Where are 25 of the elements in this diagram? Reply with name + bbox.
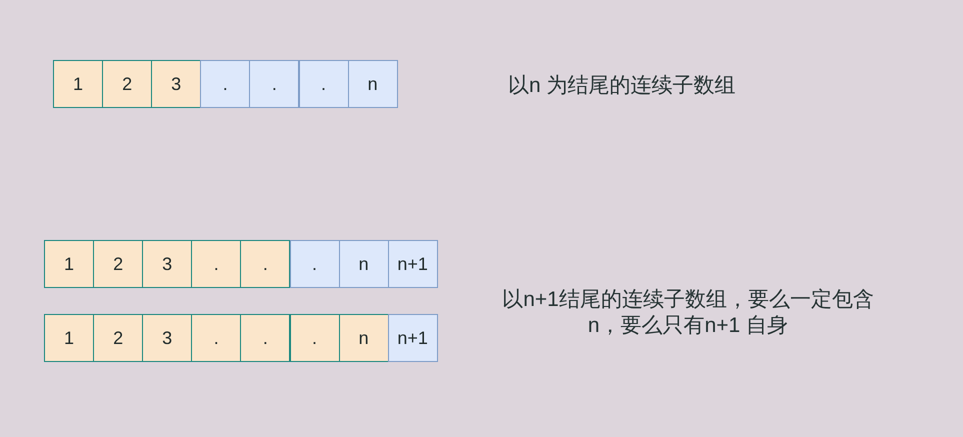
annotation-text: 以n+1结尾的连续子数组，要么一定包含n，要么只有n+1 自身 xyxy=(501,287,875,339)
array-cell: 3 xyxy=(142,240,192,288)
array-cell: . xyxy=(191,314,242,362)
array-cell: n xyxy=(348,60,398,108)
array-cell: n+1 xyxy=(388,240,438,288)
array-cell: . xyxy=(298,60,348,108)
annotation-text: 以n 为结尾的连续子数组 xyxy=(508,73,737,99)
array-cell: . xyxy=(290,240,340,288)
array-cell: 3 xyxy=(142,314,192,362)
array-cell: . xyxy=(240,314,290,362)
array-cell: 1 xyxy=(53,60,103,108)
array-cell: . xyxy=(290,314,340,362)
array-cell: 2 xyxy=(102,60,152,108)
array-cell: 1 xyxy=(44,314,94,362)
array-cell: . xyxy=(191,240,242,288)
array-cell: 3 xyxy=(151,60,202,108)
array-cell: n xyxy=(338,314,389,362)
array-cell: n+1 xyxy=(388,314,438,362)
array-cell: 2 xyxy=(93,240,144,288)
array-cell: . xyxy=(249,60,300,108)
array-cell: n xyxy=(338,240,389,288)
array-cell: 2 xyxy=(93,314,144,362)
array-cell: . xyxy=(200,60,250,108)
array-cell: 1 xyxy=(44,240,94,288)
array-cell: . xyxy=(240,240,290,288)
